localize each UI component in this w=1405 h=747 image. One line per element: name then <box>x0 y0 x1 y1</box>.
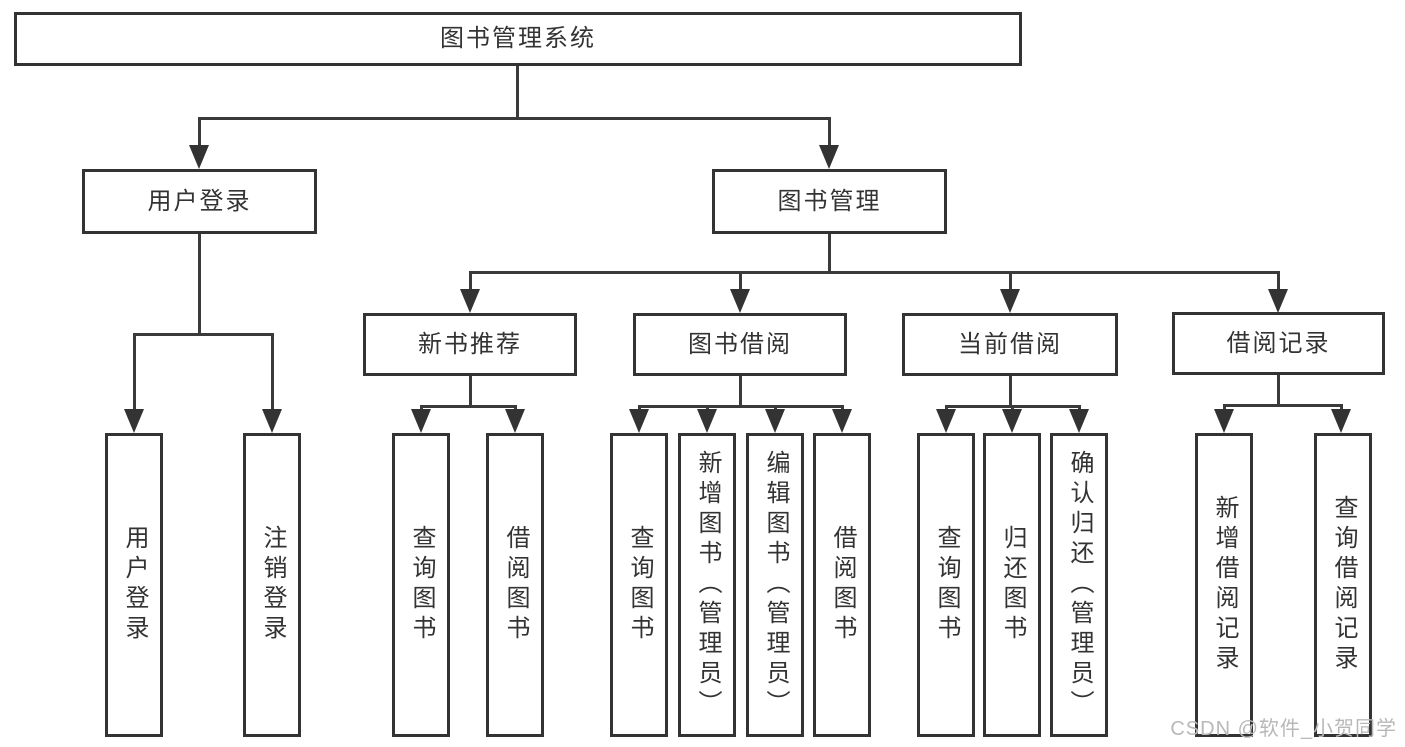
arrow-down-icon <box>765 409 785 433</box>
arrow-down-icon <box>1331 409 1351 433</box>
connector-new-book-stem <box>469 376 472 408</box>
arrow-down-icon <box>460 289 480 313</box>
connector-root-stem <box>516 66 519 119</box>
node-label: 图书管理 <box>777 187 882 215</box>
node-book-borrowing: 图书借阅 <box>633 313 847 376</box>
leaf-user-login: 用户登录 <box>105 433 163 737</box>
arrow-down-icon <box>1069 409 1089 433</box>
node-label: 当前借阅 <box>958 330 1062 358</box>
connector-borrowing-records-stem <box>1277 375 1280 407</box>
leaf-label: 借阅图书 <box>502 525 529 645</box>
leaf-logout: 注销登录 <box>243 433 301 737</box>
connector-current-borrowing-stem <box>1009 376 1012 408</box>
connector-borrowing-records-bus <box>1223 404 1342 407</box>
arrow-down-icon <box>411 409 431 433</box>
csdn-watermark: CSDN @软件_小贺同学 <box>1170 718 1397 740</box>
connector-book-borrowing-bus <box>638 405 843 408</box>
connector-level3-shaft-4 <box>1277 271 1280 293</box>
leaf-label: 注销登录 <box>259 525 286 645</box>
leaf-label: 新增借阅记录 <box>1211 495 1238 675</box>
arrow-down-icon <box>124 409 144 433</box>
leaf-query-books-current: 查询图书 <box>917 433 975 737</box>
arrow-down-icon <box>730 289 750 313</box>
arrow-down-icon <box>697 409 717 433</box>
arrow-down-icon <box>819 145 839 169</box>
connector-user-login-bus <box>133 333 274 336</box>
arrow-down-icon <box>629 409 649 433</box>
connector-book-management-stem <box>828 234 831 273</box>
leaf-edit-books-admin: 编辑图书（管理员） <box>746 433 804 737</box>
leaf-add-borrow-record: 新增借阅记录 <box>1195 433 1253 737</box>
leaf-label: 查询借阅记录 <box>1330 495 1357 675</box>
leaf-confirm-return-admin: 确认归还（管理员） <box>1050 433 1108 737</box>
leaf-query-borrow-record: 查询借阅记录 <box>1314 433 1372 737</box>
connector-new-book-bus <box>420 405 516 408</box>
leaf-label: 用户登录 <box>121 525 148 645</box>
arrow-down-icon <box>832 409 852 433</box>
connector-level3-shaft-2 <box>739 271 742 293</box>
node-book-management: 图书管理 <box>712 169 947 234</box>
connector-user-login-shaft-1 <box>133 333 136 413</box>
node-label: 新书推荐 <box>418 330 522 358</box>
leaf-label: 查询图书 <box>626 525 653 645</box>
node-library-management-system: 图书管理系统 <box>14 12 1022 66</box>
arrow-down-icon <box>1002 409 1022 433</box>
connector-level3-shaft-3 <box>1009 271 1012 293</box>
leaf-label: 确认归还（管理员） <box>1066 450 1093 720</box>
connector-level3-shaft-1 <box>469 271 472 293</box>
node-label: 图书借阅 <box>688 330 792 358</box>
arrow-down-icon <box>936 409 956 433</box>
leaf-label: 查询图书 <box>408 525 435 645</box>
arrow-down-icon <box>189 145 209 169</box>
leaf-label: 新增图书（管理员） <box>694 450 721 720</box>
arrow-down-icon <box>1000 289 1020 313</box>
arrow-down-icon <box>262 409 282 433</box>
connector-level3-bus <box>469 271 1280 274</box>
leaf-label: 编辑图书（管理员） <box>762 450 789 720</box>
leaf-borrow-books-recommend: 借阅图书 <box>486 433 544 737</box>
connector-root-right-shaft <box>828 117 831 149</box>
connector-user-login-stem <box>198 234 201 335</box>
leaf-label: 归还图书 <box>999 525 1026 645</box>
leaf-query-books-recommend: 查询图书 <box>392 433 450 737</box>
connector-book-borrowing-stem <box>739 376 742 408</box>
node-current-borrowing: 当前借阅 <box>902 313 1118 376</box>
leaf-return-books: 归还图书 <box>983 433 1041 737</box>
leaf-label: 查询图书 <box>933 525 960 645</box>
arrow-down-icon <box>1214 409 1234 433</box>
node-label: 借阅记录 <box>1226 329 1331 357</box>
leaf-borrow-books: 借阅图书 <box>813 433 871 737</box>
connector-root-left-shaft <box>198 117 201 149</box>
node-new-book-recommend: 新书推荐 <box>363 313 577 376</box>
arrow-down-icon <box>505 409 525 433</box>
node-label: 图书管理系统 <box>440 25 596 52</box>
leaf-label: 借阅图书 <box>829 525 856 645</box>
connector-user-login-shaft-2 <box>271 333 274 413</box>
connector-root-bus <box>198 117 831 120</box>
node-borrowing-records: 借阅记录 <box>1172 312 1385 375</box>
arrow-down-icon <box>1268 289 1288 313</box>
node-label: 用户登录 <box>147 187 252 215</box>
leaf-add-books-admin: 新增图书（管理员） <box>678 433 736 737</box>
leaf-query-books-borrowing: 查询图书 <box>610 433 668 737</box>
node-user-login: 用户登录 <box>82 169 317 234</box>
